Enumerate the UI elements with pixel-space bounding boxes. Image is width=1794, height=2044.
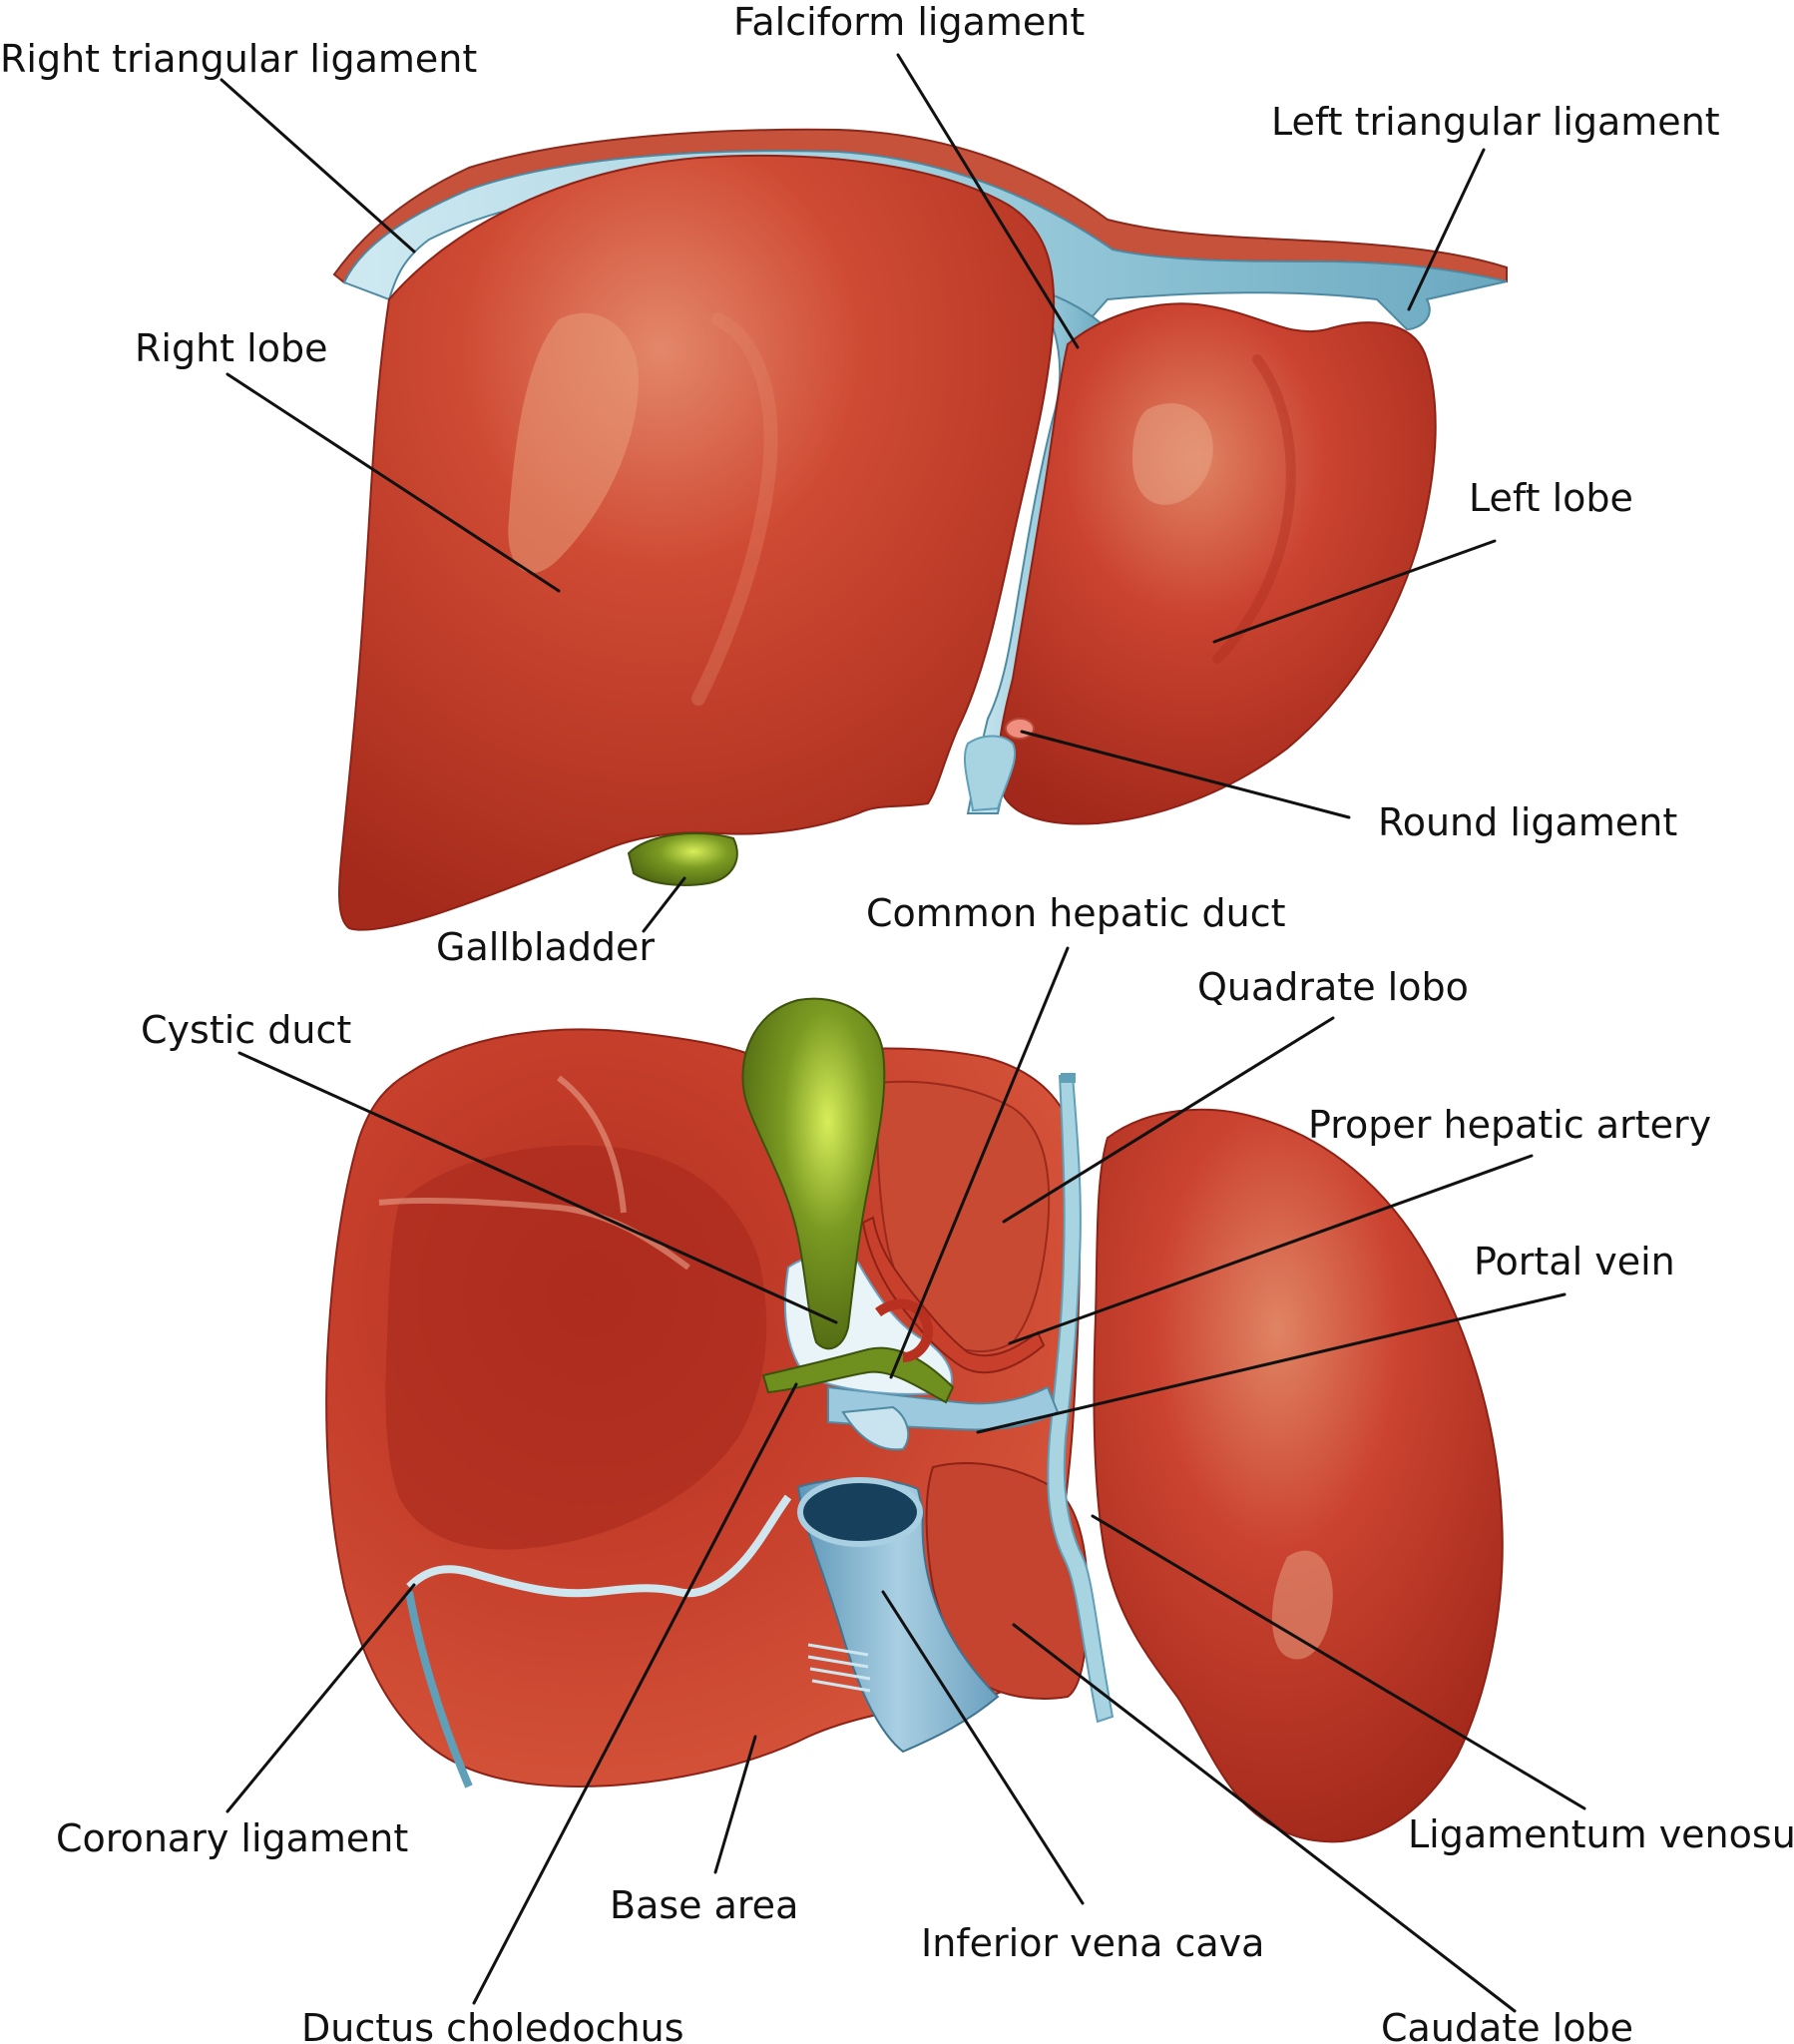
anterior-liver-view — [332, 128, 1508, 931]
right-lobe-fold — [691, 312, 778, 706]
visceral-left-lobe-shape — [1093, 1108, 1504, 1843]
round-ligament-shape — [964, 735, 1017, 812]
label-coronary-ligament: Coronary ligament — [56, 1816, 408, 1860]
label-caudate-lobe: Caudate lobe — [1381, 2006, 1633, 2044]
leader-falciform — [896, 53, 1080, 349]
label-cystic-duct: Cystic duct — [141, 1008, 351, 1052]
label-left-lobe: Left lobe — [1469, 476, 1633, 520]
ivc-ligament-fibers — [807, 1643, 871, 1693]
left-lobe-highlight — [1132, 403, 1213, 505]
leader-caudate-lobe — [1012, 1623, 1517, 2013]
inferior-vena-cava-opening — [797, 1477, 923, 1547]
label-ductus-choledochus: Ductus choledochus — [301, 2006, 684, 2044]
label-inferior-vena-cava: Inferior vena cava — [921, 1921, 1264, 1965]
visceral-liver-view — [325, 997, 1504, 1843]
gallbladder-shape — [741, 997, 886, 1350]
leader-right-triangular — [220, 78, 416, 254]
vessel-stub-top — [1061, 1073, 1076, 1083]
leader-round-ligament — [1020, 730, 1351, 819]
label-gallbladder: Gallbladder — [436, 925, 655, 969]
label-right-triangular-ligament: Right triangular ligament — [0, 37, 477, 81]
leader-base-area — [713, 1735, 757, 1874]
label-right-lobe: Right lobe — [135, 326, 327, 370]
right-lobe-shape — [338, 154, 1056, 931]
portal-vein-branch — [841, 1405, 910, 1451]
label-ligamentum-venosum: Ligamentum venosum — [1408, 1812, 1794, 1856]
leader-right-lobe — [225, 372, 561, 593]
right-lobe-highlight — [508, 312, 639, 574]
leader-ductus-choledochus — [472, 1382, 798, 2005]
leader-cystic-duct — [237, 1051, 838, 1324]
visceral-fissure-2 — [557, 1075, 627, 1214]
leader-inferior-vena-cava — [881, 1590, 1085, 1905]
label-left-triangular-ligament: Left triangular ligament — [1271, 100, 1720, 144]
leader-left-lobe — [1212, 539, 1497, 644]
leader-common-hepatic-duct — [889, 946, 1070, 1379]
label-quadrate-lobo: Quadrate lobo — [1197, 965, 1469, 1009]
label-common-hepatic-duct: Common hepatic duct — [866, 891, 1286, 935]
leader-left-triangular — [1407, 148, 1486, 311]
left-lobe-shape — [997, 302, 1437, 825]
coronary-ligament-edge — [405, 1591, 473, 1788]
leader-gallbladder — [642, 876, 686, 933]
left-lobe-fold — [1212, 354, 1296, 664]
hepatic-artery-loop — [875, 1298, 934, 1362]
round-ligament-cut — [1005, 718, 1035, 740]
gallbladder-tip — [627, 832, 738, 886]
ligamentum-venosum-shape — [1047, 1075, 1115, 1724]
leader-lines — [220, 53, 1586, 2013]
label-round-ligament: Round ligament — [1378, 800, 1677, 844]
label-portal-vein: Portal vein — [1474, 1240, 1675, 1283]
leader-proper-hepatic-artery — [1008, 1154, 1534, 1345]
label-proper-hepatic-artery: Proper hepatic artery — [1308, 1103, 1711, 1147]
leader-ligamentum-venosum — [1091, 1514, 1586, 1810]
leader-portal-vein — [976, 1292, 1567, 1434]
coronary-ligament-shape — [406, 1494, 792, 1598]
label-falciform-ligament: Falciform ligament — [733, 0, 1085, 44]
leader-quadrate-lobo — [1002, 1016, 1335, 1224]
visceral-fissure — [378, 1197, 690, 1271]
leader-coronary-ligament — [225, 1583, 416, 1813]
label-base-area: Base area — [610, 1883, 798, 1927]
